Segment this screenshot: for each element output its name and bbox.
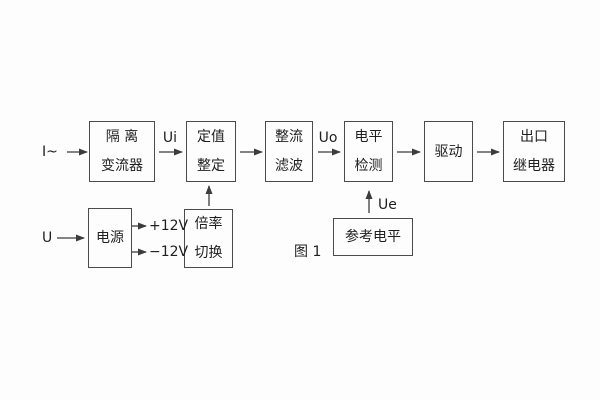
block-label: 隔 离	[105, 128, 139, 145]
block-label: 整流	[275, 128, 303, 145]
block-label: 参考电平	[345, 229, 401, 245]
block-label: 切换	[194, 244, 223, 261]
block-label: 整定	[197, 158, 225, 175]
block-reference-level: 参考电平	[333, 218, 413, 256]
signal-plus-12v: +12V	[149, 218, 189, 234]
signal-input-voltage: U	[42, 230, 53, 246]
figure-caption: 图 1	[294, 244, 322, 260]
block-label: 电平	[354, 128, 383, 145]
block-level-detector: 电平 检测	[344, 121, 393, 182]
block-label: 变流器	[101, 158, 143, 175]
signal-ue: Ue	[378, 197, 397, 213]
block-label: 电源	[96, 230, 124, 246]
block-rectifier-filter: 整流 滤波	[265, 121, 313, 182]
signal-ui: Ui	[162, 130, 178, 146]
block-driver: 驱动	[424, 121, 473, 182]
signal-minus-12v: −12V	[149, 244, 189, 260]
block-label: 定值	[197, 128, 225, 145]
block-setting-adjust: 定值 整定	[186, 121, 236, 182]
signal-uo: Uo	[318, 130, 338, 146]
block-label: 检测	[354, 158, 383, 175]
block-isolation-transformer: 隔 离 变流器	[89, 121, 155, 182]
block-ratio-switch: 倍率 切换	[184, 209, 233, 268]
signal-input-current: I~	[42, 144, 58, 160]
block-label: 驱动	[434, 143, 463, 160]
block-label: 出口	[520, 128, 548, 145]
block-power-supply: 电源	[88, 208, 132, 268]
block-output-relay: 出口 继电器	[503, 121, 565, 182]
block-label: 滤波	[275, 158, 303, 175]
block-label: 继电器	[513, 158, 555, 175]
block-label: 倍率	[194, 216, 223, 233]
